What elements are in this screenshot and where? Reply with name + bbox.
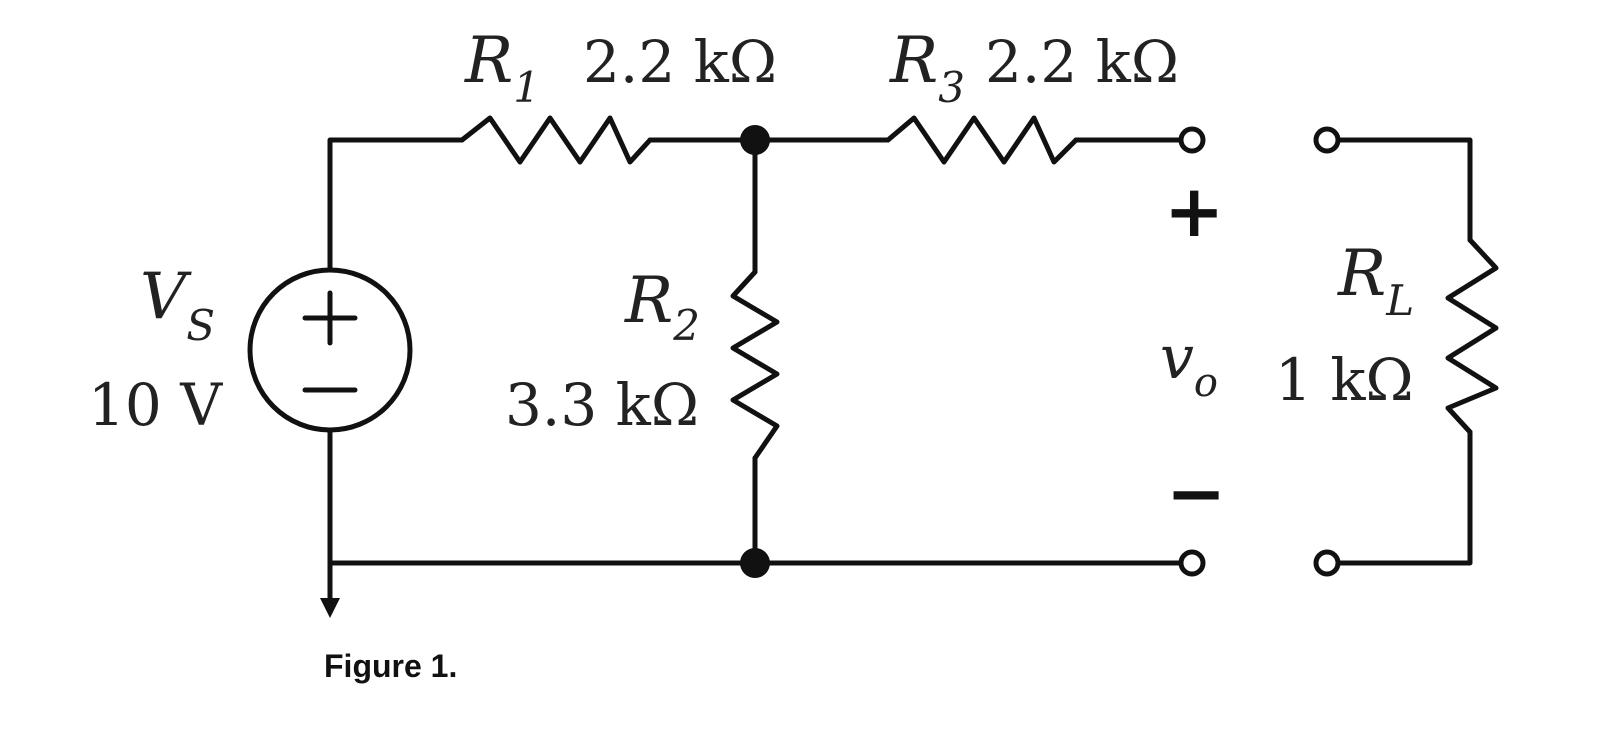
junction-bottom (740, 548, 770, 578)
r3-value: 2.2 kΩ (985, 28, 1179, 96)
terminal-bottom-left (1178, 549, 1206, 577)
output-plus: + (1164, 169, 1224, 253)
output-voltage-label: vo (1160, 323, 1218, 406)
rl-bottom-wire (1335, 429, 1473, 566)
terminal-top-left (1178, 126, 1206, 154)
r1-name: R (464, 24, 513, 98)
vs-value: 10 V (88, 371, 223, 439)
vs-name: V (140, 260, 192, 334)
figure-caption: Figure 1. (324, 648, 458, 684)
output-minus: − (1166, 451, 1226, 535)
output-voltage-subscript: o (1194, 360, 1218, 406)
resistor-rl (1445, 237, 1499, 435)
output-voltage-name: v (1160, 323, 1194, 393)
r3-label: R3 (889, 24, 965, 112)
r1-label: R1 (464, 24, 540, 112)
ground-arrow-head (320, 598, 340, 618)
vs-subscript: S (186, 301, 215, 350)
r2-value: 3.3 kΩ (505, 371, 699, 439)
r1-value: 2.2 kΩ (583, 28, 777, 96)
r1-subscript: 1 (513, 63, 540, 112)
rl-top-wire (1335, 137, 1473, 243)
resistor-r2 (730, 269, 780, 461)
terminal-top-right (1313, 126, 1341, 154)
top-left-wire (327, 137, 465, 273)
r3-subscript: 3 (938, 63, 965, 112)
r2-subscript: 2 (672, 301, 700, 350)
rl-value: 1 kΩ (1275, 346, 1414, 414)
junction-top (740, 125, 770, 155)
r3-name: R (889, 24, 938, 98)
rl-subscript: L (1385, 276, 1414, 325)
rl-name: R (1337, 237, 1386, 311)
resistor-r3 (885, 115, 1079, 165)
vs-label: VS (140, 260, 215, 350)
r2-name: R (624, 264, 673, 338)
r2-label: R2 (624, 264, 700, 350)
resistor-r1 (459, 115, 653, 165)
rl-label: RL (1337, 237, 1414, 325)
terminal-bottom-right (1313, 549, 1341, 577)
